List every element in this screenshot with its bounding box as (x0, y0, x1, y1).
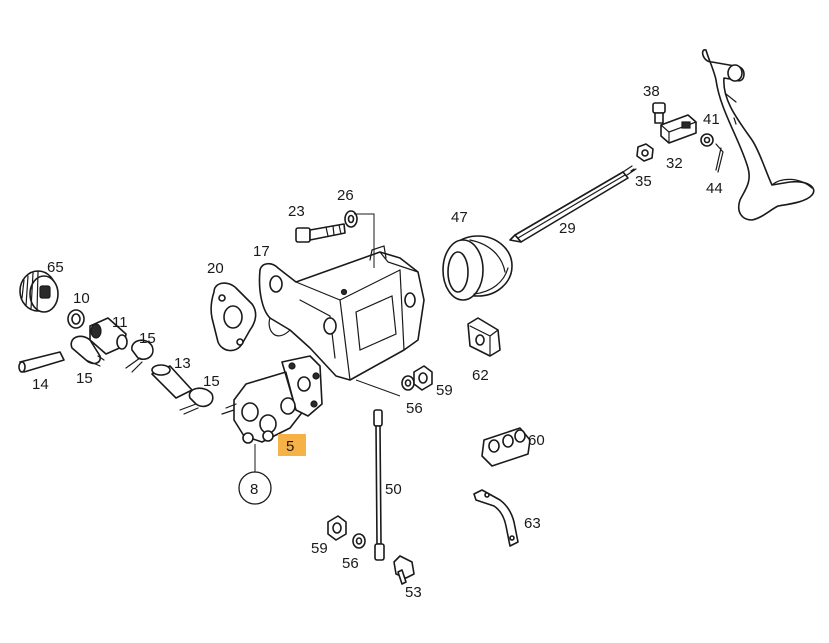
label-26: 26 (337, 187, 354, 204)
part-38-bolt[interactable] (652, 102, 666, 124)
label-15-c: 15 (203, 373, 220, 390)
part-65-reservoir-cap[interactable] (19, 270, 59, 313)
label-35: 35 (635, 173, 652, 190)
callout-circle-8 (238, 471, 272, 505)
part-50-rod[interactable] (373, 409, 385, 561)
label-41: 41 (703, 111, 720, 128)
label-65: 65 (47, 259, 64, 276)
part-44-split-pin[interactable] (715, 143, 724, 173)
part-11-fitting[interactable] (89, 317, 128, 355)
pedal-lever[interactable] (701, 49, 815, 221)
part-14-hose[interactable] (18, 351, 65, 373)
label-14: 14 (32, 376, 49, 393)
part-15-clamp-c[interactable] (179, 387, 214, 415)
part-20-gasket[interactable] (210, 282, 257, 352)
label-62: 62 (472, 367, 489, 384)
label-60: 60 (528, 432, 545, 449)
part-5-highlight (278, 434, 306, 456)
label-10: 10 (73, 290, 90, 307)
label-53: 53 (405, 584, 422, 601)
leader-lines (254, 213, 401, 472)
label-29: 29 (559, 220, 576, 237)
part-29-pushrod[interactable] (509, 165, 637, 243)
label-5: 5 (286, 438, 294, 455)
label-59-upper: 59 (436, 382, 453, 399)
part-56-washer-lower[interactable] (352, 533, 366, 549)
part-17-bracket[interactable] (258, 245, 425, 381)
label-44: 44 (706, 180, 723, 197)
part-47-boot[interactable] (442, 235, 513, 301)
part-26-washer[interactable] (344, 210, 358, 228)
label-23: 23 (288, 203, 305, 220)
part-59-nut-lower[interactable] (327, 515, 347, 541)
part-15-clamp-a[interactable] (70, 335, 105, 367)
part-32-clevis[interactable] (660, 114, 697, 144)
part-60-clip[interactable] (481, 427, 531, 467)
part-59-nut-upper[interactable] (413, 365, 433, 391)
part-35-nut[interactable] (636, 143, 654, 162)
label-38: 38 (643, 83, 660, 100)
label-56-lower: 56 (342, 555, 359, 572)
label-32: 32 (666, 155, 683, 172)
part-10-seal[interactable] (67, 309, 85, 329)
label-56-upper: 56 (406, 400, 423, 417)
part-5-master-cylinder[interactable] (221, 355, 323, 444)
part-56-washer-upper[interactable] (401, 375, 415, 391)
label-15-a: 15 (139, 330, 156, 347)
label-50: 50 (385, 481, 402, 498)
label-47: 47 (451, 209, 468, 226)
label-15-b: 15 (76, 370, 93, 387)
part-53-bolt[interactable] (393, 555, 415, 585)
label-17: 17 (253, 243, 270, 260)
part-15-clamp-b[interactable] (125, 339, 154, 373)
label-63: 63 (524, 515, 541, 532)
part-62-block[interactable] (467, 317, 501, 357)
label-59-lower: 59 (311, 540, 328, 557)
part-labels: 38 41 32 35 44 29 47 26 23 17 20 65 10 1… (32, 83, 723, 601)
part-23-bolt[interactable] (295, 223, 346, 243)
label-11: 11 (112, 314, 128, 331)
part-63-bracket[interactable] (473, 489, 519, 547)
label-13: 13 (174, 355, 191, 372)
label-20: 20 (207, 260, 224, 277)
part-41-washer[interactable] (700, 133, 714, 147)
label-8: 8 (250, 481, 258, 498)
